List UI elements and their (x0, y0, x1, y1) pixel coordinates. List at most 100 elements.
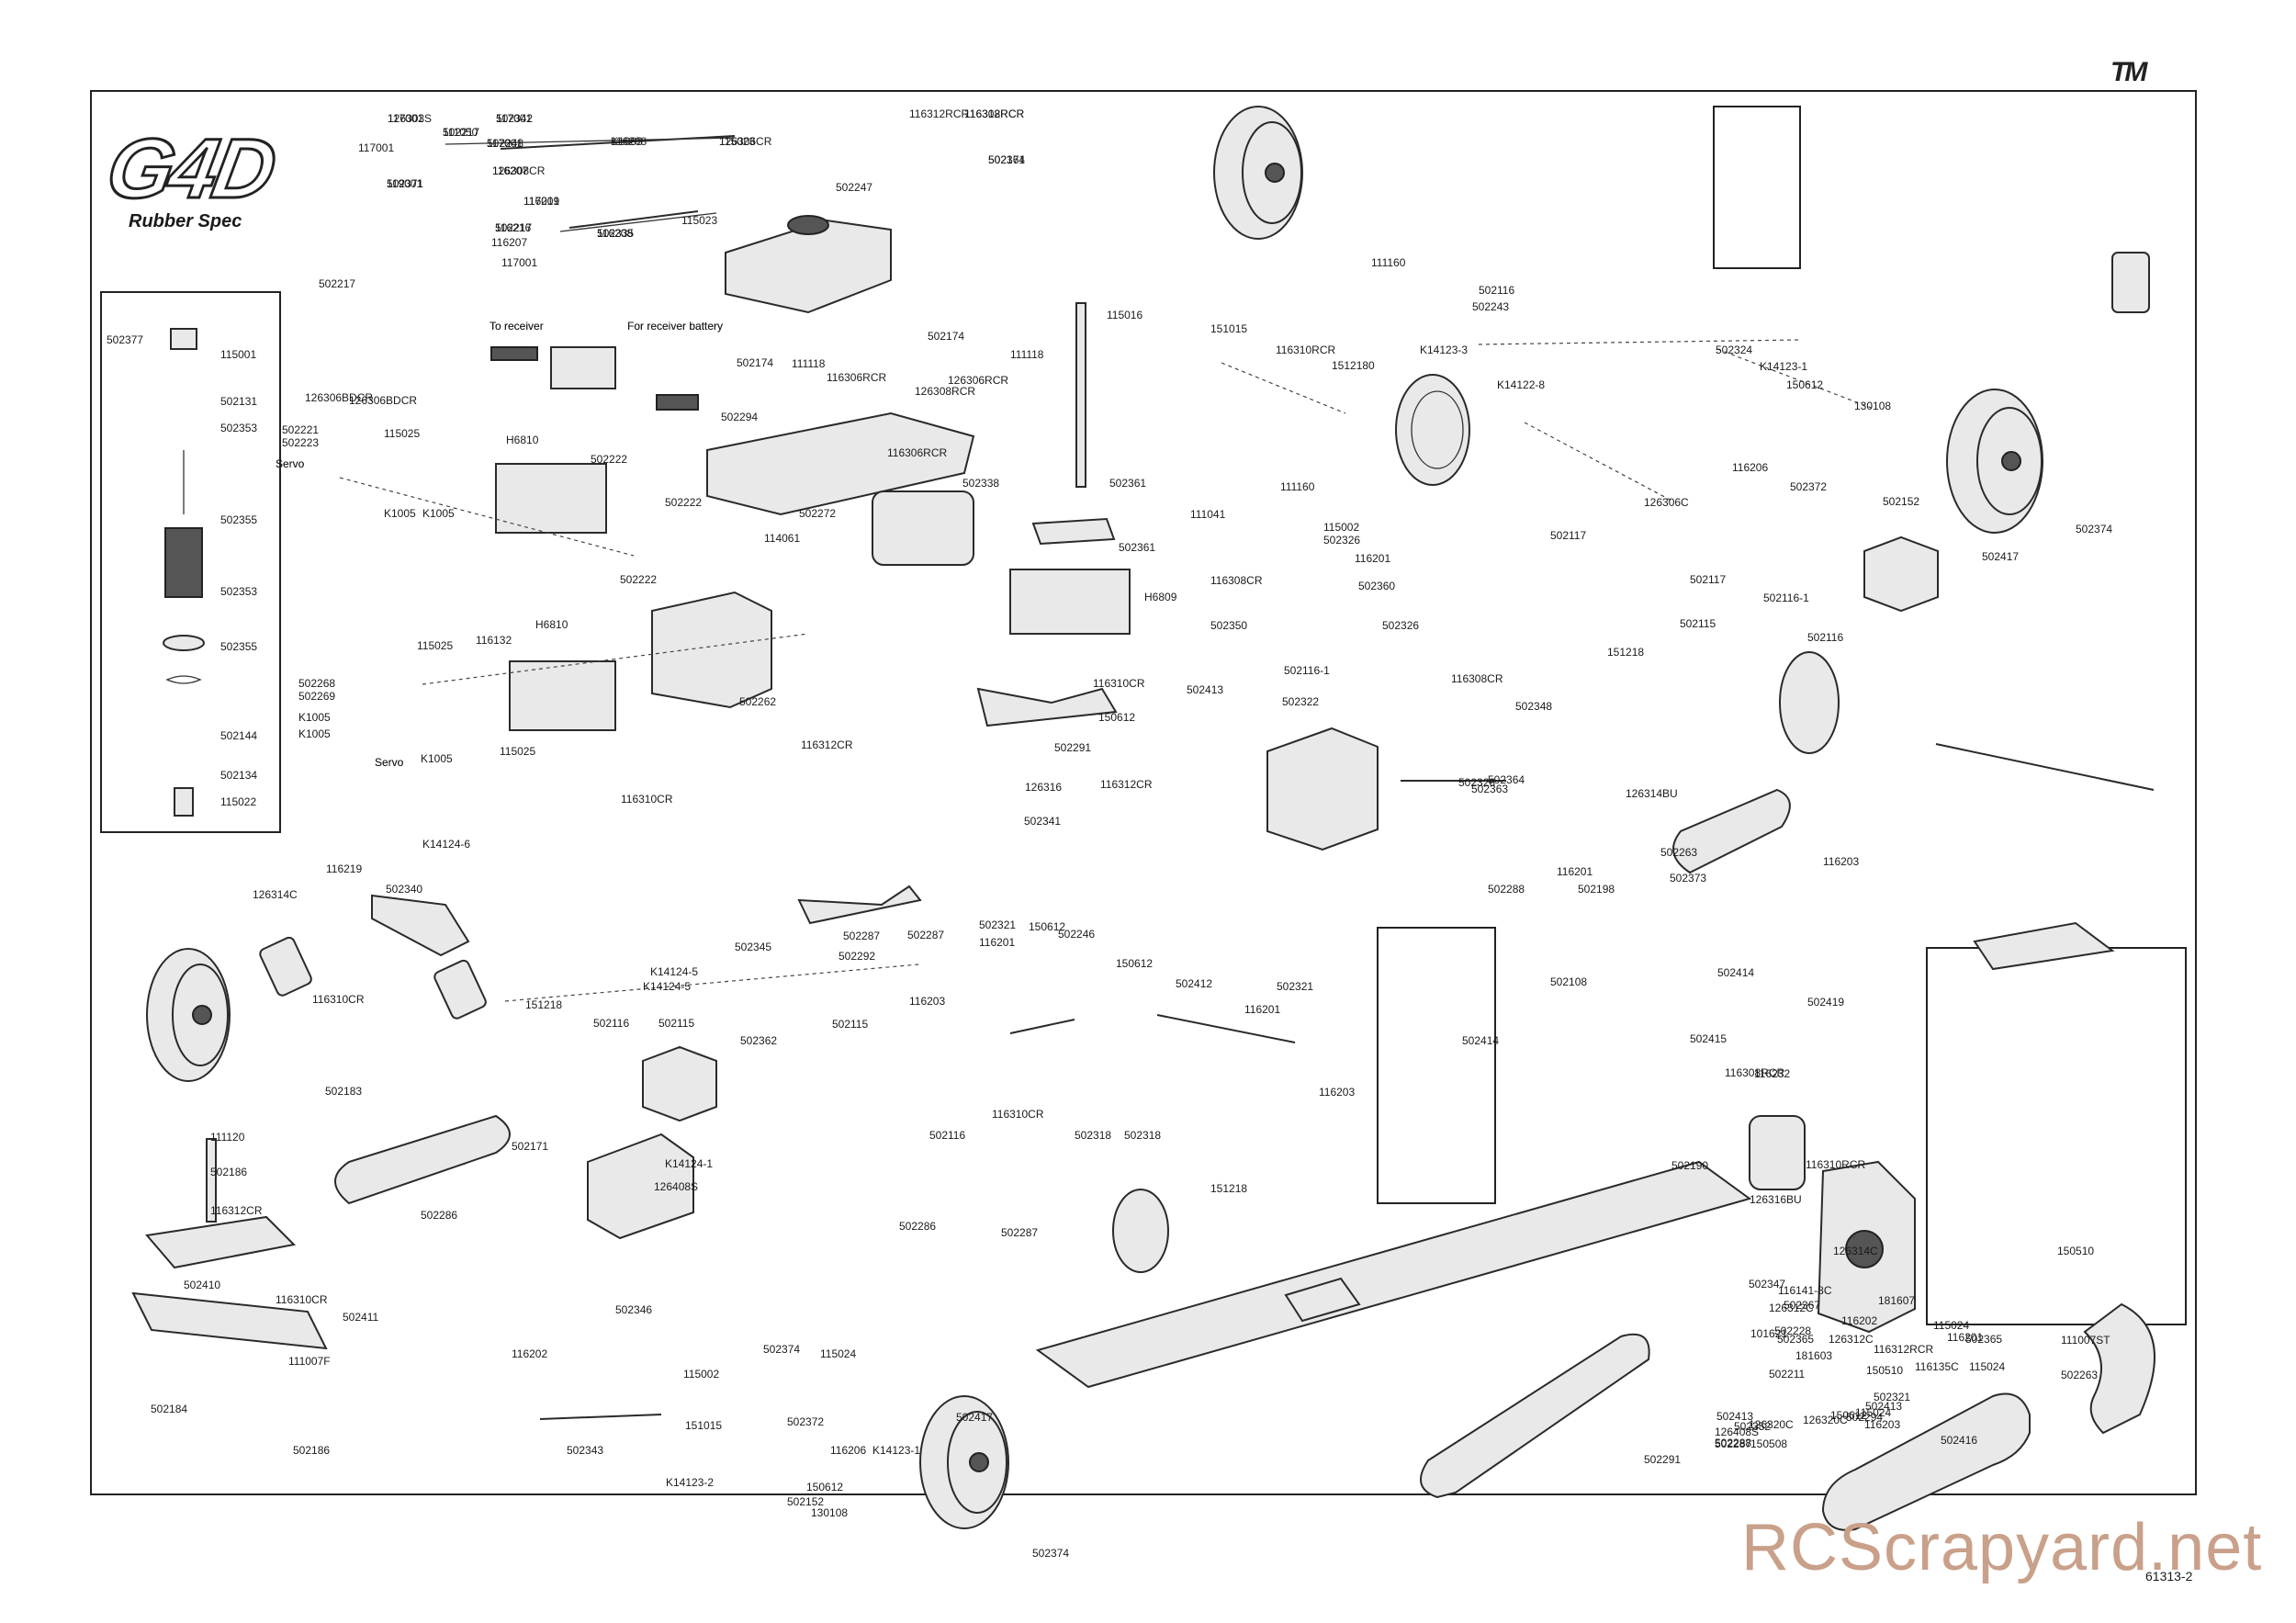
part-number-label: 502247 (836, 181, 873, 194)
part-number-label: 502116 (1479, 284, 1515, 297)
part-number-label: 116141-8C (1778, 1284, 1832, 1297)
servo-1 (495, 463, 607, 534)
part-number-label: 502364 (1488, 773, 1525, 786)
shock-front-left (259, 936, 487, 1020)
part-number-label: 150612 (1786, 378, 1824, 391)
part-number-label: 502412 (1176, 977, 1213, 990)
part-number-label: 117001 (388, 112, 424, 125)
receiver-lead (490, 346, 538, 361)
main-chassis (1035, 1160, 1752, 1389)
part-number-label: 502294 (721, 411, 759, 423)
part-number-label: 502186 (210, 1166, 248, 1178)
arm-front-left (371, 894, 470, 957)
part-number-label: 111118 (1010, 348, 1044, 361)
part-number-label: 150612 (806, 1481, 844, 1493)
part-number-label: 502217 (495, 221, 533, 234)
part-number-label: 502414 (1717, 966, 1755, 979)
part-number-label: 502222 (591, 453, 628, 466)
part-number-label: 502288 (1715, 1437, 1752, 1449)
part-number-label: 151218 (1210, 1182, 1248, 1195)
part-number-label: 502361 (1119, 541, 1156, 554)
part-number-label: 111118 (792, 357, 826, 370)
part-number-label: 116201 (1947, 1331, 1984, 1344)
part-number-label: 502222 (620, 573, 658, 586)
part-number-label: 502411 (343, 1311, 379, 1324)
part-number-label: 502372 (787, 1415, 825, 1428)
part-number-label: 111120 (210, 1131, 245, 1144)
part-number-label: 111007ST (2061, 1334, 2110, 1347)
part-number-label: 150612 (1029, 920, 1066, 933)
part-number-label: To receiver (490, 320, 544, 332)
diff-housing-left (642, 1045, 717, 1122)
part-number-label: 126316 (1025, 781, 1063, 794)
part-number-label: 126408S (1715, 1426, 1760, 1438)
part-number-label: 502413 (1716, 1410, 1754, 1423)
part-number-label: 116135C (1915, 1360, 1959, 1373)
part-number-label: 116203 (1864, 1418, 1901, 1431)
part-number-label: 502419 (1807, 996, 1845, 1009)
part-number-label: 502263 (2061, 1369, 2099, 1381)
part-number-label: 116310CR (992, 1108, 1044, 1121)
part-number-label: 502360 (1358, 580, 1396, 592)
part-number-label: H6810 (506, 434, 539, 446)
part-number-label: 151218 (525, 998, 563, 1011)
part-number-label: 502272 (799, 507, 837, 520)
part-number-label: 502353 (220, 585, 258, 598)
part-number-label: 502416 (1941, 1434, 1978, 1447)
part-number-label: 126303S (388, 112, 433, 125)
part-number-label: 502318 (1075, 1129, 1112, 1142)
part-number-label: 502367 (1784, 1299, 1821, 1312)
part-number-label: 502291 (1644, 1453, 1682, 1466)
part-number-label: 150510 (2057, 1245, 2095, 1257)
part-number-label: Servo (375, 756, 404, 769)
part-number-label: 502198 (1578, 883, 1615, 896)
part-number-label: 115024 (1855, 1406, 1892, 1419)
part-number-label: 502186 (293, 1444, 331, 1457)
part-number-label: 130108 (1854, 400, 1892, 412)
part-number-label: K1005 (421, 752, 453, 765)
part-number-label: 502134 (220, 769, 258, 782)
annotation-servo-2: Servo (375, 756, 404, 769)
part-number-label: 502363 (1471, 783, 1509, 795)
part-number-label: 502115 (832, 1018, 869, 1031)
part-number-label: 116310CR (312, 993, 365, 1006)
arm-rear-left (797, 885, 922, 925)
part-number-label: 502353 (220, 422, 258, 434)
part-number-label: 117001 (487, 137, 523, 150)
part-number-label: 116132 (476, 634, 512, 647)
part-number-label: 502116-1 (1763, 592, 1809, 604)
part-number-label: 1512180 (1332, 359, 1375, 372)
part-number-label: 115024 (1969, 1360, 2006, 1373)
part-number-label: 502415 (1690, 1032, 1728, 1045)
part-number-label: 502355 (220, 513, 258, 526)
part-number-label: 115025 (500, 745, 536, 758)
part-number-label: 502184 (151, 1403, 188, 1415)
part-number-label: 116312RCR (1874, 1343, 1934, 1356)
pulley-rear (1779, 651, 1840, 754)
part-number-label: 126306C (1644, 496, 1689, 509)
battery-box (872, 490, 974, 566)
steering-post (1075, 302, 1086, 488)
chassis-pad (1284, 1277, 1361, 1323)
wheel-top (1213, 106, 1303, 240)
part-number-label: 116308CR (1210, 574, 1263, 587)
part-number-label: 116219 (326, 862, 363, 875)
annotation-to-receiver: To receiver (490, 320, 544, 332)
part-number-label: 502338 (962, 477, 1000, 490)
part-number-label: 126320C (1803, 1414, 1848, 1426)
battery-lead (656, 394, 699, 411)
part-number-label: 502413 (1187, 683, 1224, 696)
part-number-label: 150508 (1750, 1437, 1788, 1450)
part-number-label: 151218 (1607, 646, 1645, 659)
part-number-label: 116203 (1319, 1086, 1356, 1099)
receiver-pad (1031, 517, 1116, 546)
part-number-label: 502414 (1462, 1034, 1500, 1047)
part-number-label: 502228 (1774, 1324, 1812, 1337)
part-number-label: 502352 (1734, 1420, 1772, 1433)
front-bumper (131, 1291, 328, 1350)
part-number-label: 502365 (1965, 1333, 2003, 1346)
part-number-label: 502322 (1282, 695, 1320, 708)
part-number-label: 111050 (443, 126, 478, 139)
diff-gear-front (1112, 1189, 1169, 1273)
part-number-label: 116203 (909, 995, 946, 1008)
